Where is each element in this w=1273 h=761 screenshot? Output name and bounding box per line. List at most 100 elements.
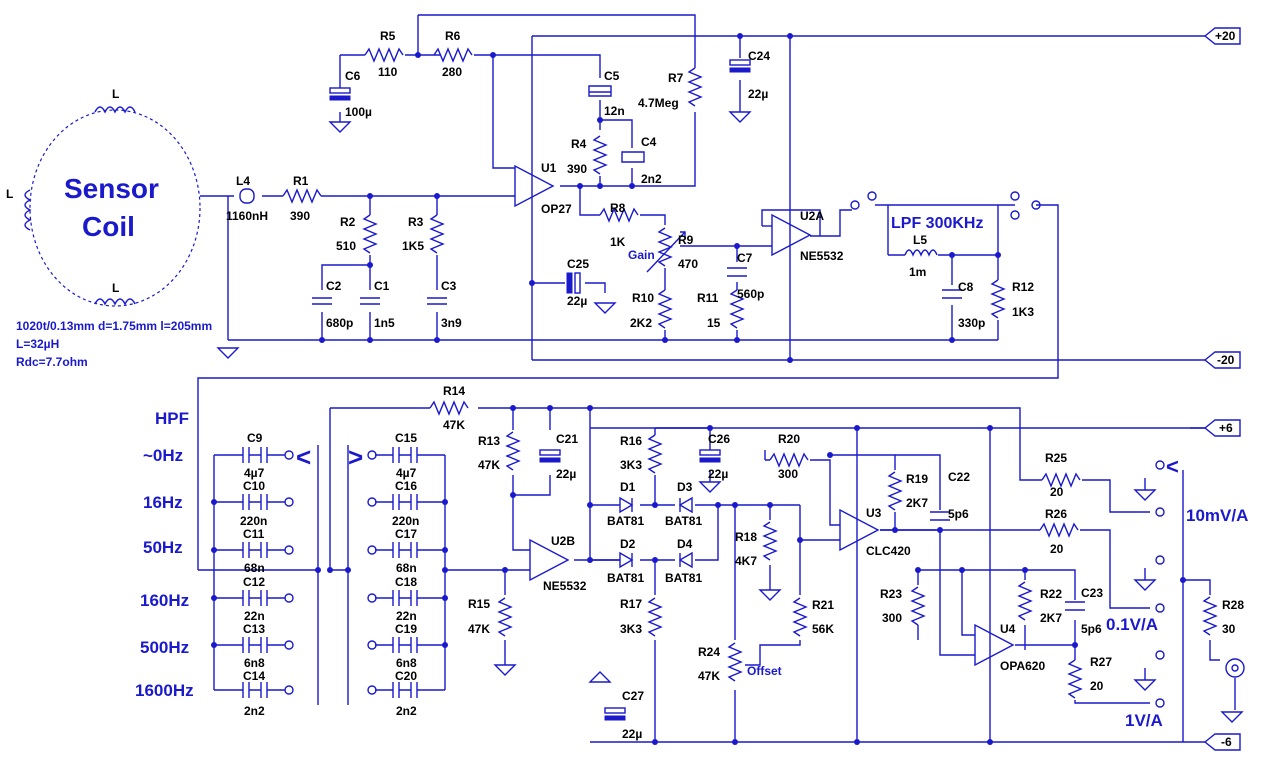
val-R7: 4.7Meg	[638, 96, 679, 110]
val-R15: 47K	[468, 622, 490, 636]
lbl-C15: C15	[395, 431, 417, 445]
val-R16: 3K3	[620, 458, 642, 472]
val-R3: 1K5	[402, 239, 424, 253]
lbl-C22: C22	[948, 470, 970, 484]
val-R25: 20	[1050, 485, 1064, 499]
val-R6: 280	[442, 65, 462, 79]
output-selector: <	[1166, 454, 1179, 479]
val-C14: 2n2	[244, 704, 265, 718]
val-C8: 330p	[958, 316, 985, 330]
val-U1: OP27	[541, 202, 572, 216]
lbl-R25: R25	[1045, 451, 1067, 465]
output-10mv: 10mV/A	[1186, 506, 1248, 525]
lbl-C18: C18	[395, 575, 417, 589]
sensor-coil: L L L Sensor Coil 1020t/0.13mm d=1.75mm …	[6, 87, 212, 369]
lbl-R26: R26	[1045, 507, 1067, 521]
lbl-R3: R3	[408, 215, 424, 229]
label-gain: Gain	[628, 248, 655, 262]
val-C10: 220n	[240, 514, 267, 528]
lbl-R17: R17	[620, 597, 642, 611]
lbl-R18: R18	[735, 530, 757, 544]
val-R11: 15	[707, 316, 721, 330]
lbl-L5: L5	[913, 233, 927, 247]
lbl-R19: R19	[906, 472, 928, 486]
rail-m6: -6	[1221, 735, 1232, 749]
lbl-C25: C25	[567, 257, 589, 271]
lbl-C16: C16	[395, 479, 417, 493]
val-D2: BAT81	[607, 571, 644, 585]
val-U4: OPA620	[1000, 659, 1045, 673]
val-R10: 2K2	[630, 316, 652, 330]
hpf-title: HPF	[155, 409, 189, 428]
lbl-R22: R22	[1040, 587, 1062, 601]
lbl-C26: C26	[708, 432, 730, 446]
rail-m20: -20	[1217, 353, 1235, 367]
val-C15: 4µ7	[396, 466, 417, 480]
hpf-freq-5: 1600Hz	[135, 681, 194, 700]
lbl-R15: R15	[468, 597, 490, 611]
junctions	[211, 33, 1186, 745]
val-R22: 2K7	[1040, 611, 1062, 625]
rail-p20: +20	[1215, 29, 1236, 43]
val-C19: 6n8	[396, 656, 417, 670]
lbl-C21: C21	[556, 432, 578, 446]
lbl-R24: R24	[698, 645, 720, 659]
val-R26: 20	[1050, 542, 1064, 556]
lbl-C11: C11	[243, 527, 265, 541]
lbl-R5: R5	[380, 29, 396, 43]
lbl-R1: R1	[293, 174, 309, 188]
selector-right: >	[348, 442, 363, 472]
val-C4: 2n2	[641, 172, 662, 186]
lbl-C12: C12	[243, 575, 265, 589]
val-C5: 12n	[604, 104, 625, 118]
lbl-C13: C13	[243, 622, 265, 636]
val-C23: 5p6	[1081, 622, 1102, 636]
val-D4: BAT81	[665, 571, 702, 585]
lbl-U1: U1	[541, 161, 557, 175]
lbl-R13: R13	[478, 434, 500, 448]
val-L4: 1160nH	[226, 209, 268, 223]
lbl-R28: R28	[1222, 598, 1244, 612]
lbl-U2B: U2B	[551, 534, 575, 548]
val-R17: 3K3	[620, 622, 642, 636]
val-D3: BAT81	[665, 514, 702, 528]
val-U2A: NE5532	[800, 249, 844, 263]
val-R13: 47K	[478, 458, 500, 472]
val-C20: 2n2	[396, 704, 417, 718]
labels: L4 1160nH R1 390 R2 510 R3 1K5 C2 680p C…	[135, 29, 1248, 749]
coil-L-left: L	[6, 187, 13, 201]
lbl-C23: C23	[1081, 586, 1103, 600]
val-C16: 220n	[392, 514, 419, 528]
coil-L-top: L	[112, 87, 119, 101]
lbl-C3: C3	[441, 279, 457, 293]
coil-spec-1: 1020t/0.13mm d=1.75mm l=205mm	[16, 319, 212, 333]
val-R12: 1K3	[1012, 305, 1034, 319]
component-symbols	[216, 27, 1245, 751]
lbl-C17: C17	[395, 527, 417, 541]
coil-L-bottom: L	[112, 281, 119, 295]
lbl-C9: C9	[247, 431, 263, 445]
lbl-R7: R7	[668, 71, 684, 85]
lbl-C1: C1	[374, 279, 390, 293]
lbl-R10: R10	[632, 291, 654, 305]
lbl-C14: C14	[243, 669, 265, 683]
lbl-C24: C24	[748, 49, 770, 63]
val-R9: 470	[678, 257, 698, 271]
val-R24: 47K	[698, 669, 720, 683]
lbl-C7: C7	[737, 251, 753, 265]
val-C12: 22n	[244, 609, 265, 623]
lbl-R27: R27	[1090, 655, 1112, 669]
lbl-R21: R21	[812, 598, 834, 612]
val-C3: 3n9	[441, 316, 462, 330]
val-C2: 680p	[326, 316, 353, 330]
lbl-R12: R12	[1012, 280, 1034, 294]
selector-left: <	[296, 442, 311, 472]
val-R27: 20	[1090, 679, 1104, 693]
lbl-U4: U4	[1000, 622, 1016, 636]
lbl-R8: R8	[610, 201, 626, 215]
wires-top	[197, 14, 1205, 570]
lbl-U2A: U2A	[800, 209, 824, 223]
val-R14: 47K	[443, 418, 465, 432]
lbl-C20: C20	[395, 669, 417, 683]
